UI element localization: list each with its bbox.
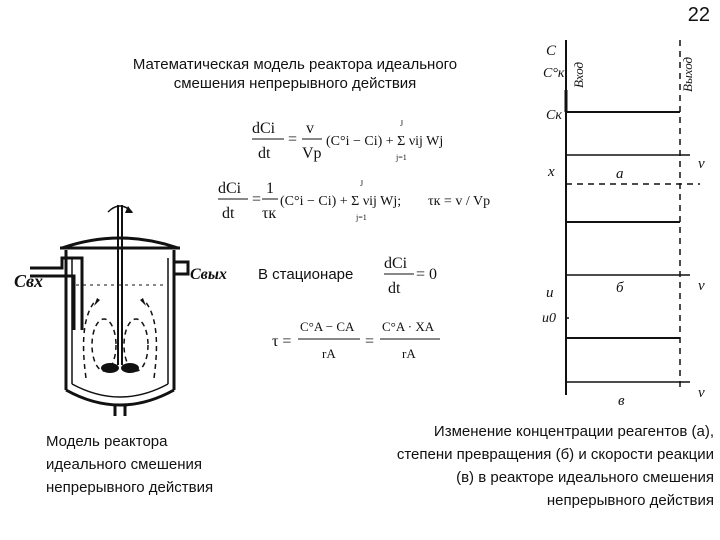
- eq4-den2: rA: [402, 346, 416, 361]
- eq3-den: dt: [388, 280, 401, 297]
- eq1-sum-bot: j=1: [395, 153, 407, 162]
- eq2-one: 1: [266, 180, 274, 197]
- eq3-num: dCi: [384, 255, 408, 272]
- eq1-v: v: [306, 120, 314, 137]
- eq2-den: dt: [222, 205, 235, 222]
- label-a: а: [616, 166, 624, 182]
- u-axis-label: u: [546, 285, 554, 301]
- tau-label-a: v: [698, 156, 705, 172]
- c-axis-label: C: [546, 43, 557, 59]
- outlet-label: Cвых: [190, 266, 227, 283]
- eq4-den1: rA: [322, 346, 336, 361]
- graphs-caption-line-4: непрерывного действия: [546, 492, 714, 509]
- reactor-caption: Модель реактора идеального смешения непр…: [46, 430, 306, 499]
- graphs-caption: Изменение концентрации реагентов (а), ст…: [318, 420, 714, 512]
- reactor-caption-line-1: Модель реактора: [46, 433, 168, 450]
- eq2-tau-def: τк = v / Vр: [428, 194, 490, 209]
- c0-label: C°к: [543, 66, 565, 81]
- eq4-tau: τ =: [272, 333, 291, 350]
- tau-label-v: v: [698, 385, 705, 401]
- eq2-num: dCi: [218, 180, 242, 197]
- inlet-text: Вход: [571, 61, 586, 88]
- svg-text:=: =: [252, 191, 261, 208]
- reactor-caption-line-3: непрерывного действия: [46, 479, 214, 496]
- eq2-sum-top: J: [360, 179, 363, 188]
- eq1-num: dCi: [252, 120, 276, 137]
- eq2-sum-bot: j=1: [355, 213, 367, 222]
- eq4-eq: =: [365, 333, 374, 350]
- eq3-rhs: = 0: [416, 266, 437, 283]
- eq2-body: (C°i − Ci) + Σ νij Wj;: [280, 194, 401, 209]
- graphs-caption-line-2: степени превращения (б) и скорости реакц…: [396, 446, 714, 463]
- tau-label-b: v: [698, 278, 705, 294]
- label-b: б: [616, 280, 624, 296]
- eq1-vr: Vр: [302, 145, 322, 162]
- stationary-label: В стационаре: [258, 266, 353, 283]
- eq4-num1: C°A − CA: [300, 319, 355, 334]
- reactor-caption-line-2: идеального смешения: [46, 456, 202, 473]
- graphs-caption-line-1: Изменение концентрации реагентов (а),: [433, 423, 714, 440]
- eq4-num2: C°A · XA: [382, 319, 435, 334]
- eq1-body: (C°i − Ci) + Σ νij Wj: [326, 134, 443, 149]
- eq1-sum-top: J: [400, 119, 403, 128]
- page-number: 22: [687, 4, 710, 26]
- graphs-caption-line-3: (в) в реакторе идеального смешения: [456, 469, 714, 486]
- title-line-2: смешения непрерывного действия: [173, 75, 417, 92]
- label-v: в: [618, 393, 625, 409]
- ck-label: Cк: [546, 108, 562, 123]
- inlet-label: Cвх: [14, 271, 43, 291]
- title-line-1: Математическая модель реактора идеальног…: [132, 56, 458, 73]
- x-axis-label: x: [547, 164, 555, 180]
- outlet-text: Выход: [680, 56, 695, 92]
- eq2-tau: τк: [262, 205, 276, 222]
- slide-title: Математическая модель реактора идеальног…: [80, 55, 510, 93]
- eq1-den: dt: [258, 145, 271, 162]
- svg-text:=: =: [288, 131, 297, 148]
- u0-label: u0: [542, 311, 556, 326]
